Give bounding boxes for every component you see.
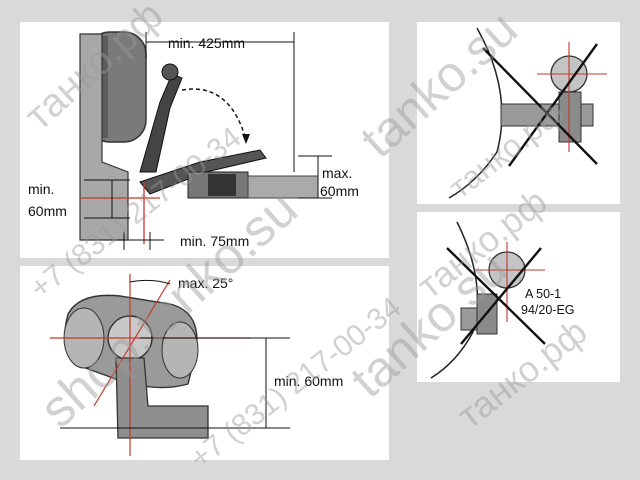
ball-angle-panel: max. 25° min. 60mm (20, 266, 389, 460)
wrong-mounting-panel (417, 22, 620, 204)
tow-ball-raised (161, 63, 179, 81)
label-max-25: max. 25° (178, 275, 233, 291)
tire-tread (98, 36, 108, 138)
housing-right-cap (161, 321, 199, 379)
bumper-shape (79, 33, 129, 241)
wrong-mounting-drawing (448, 27, 607, 199)
label-min-60-2: 60mm (28, 203, 67, 219)
tow-arm-raised (139, 73, 183, 173)
label-min-425: min. 425mm (168, 35, 245, 51)
cross-line-3 (446, 247, 546, 345)
cross-line-4 (460, 247, 542, 345)
installation-dimensions-panel: min. 425mm max. 60mm min. 60mm min. 75mm (20, 22, 389, 258)
label-min-60-height: min. 60mm (274, 373, 343, 389)
mount-bracket (558, 91, 582, 143)
label-max-60-1: max. (322, 165, 352, 181)
cross-line-1 (482, 47, 598, 165)
swing-arrow (242, 134, 250, 144)
bumper-outline-2 (430, 221, 479, 379)
red-axis-tilted (93, 279, 171, 407)
installation-drawing: min. 425mm max. 60mm min. 60mm min. 75mm (28, 31, 359, 250)
cross-line-2 (508, 43, 598, 167)
marking-drawing: A 50-1 94/20-EG (430, 221, 575, 379)
marking-line-1: A 50-1 (525, 287, 561, 301)
label-min-60-1: min. (28, 181, 54, 197)
label-min-75: min. 75mm (180, 233, 249, 249)
angle-arc (129, 279, 171, 285)
tow-neck (115, 357, 209, 439)
swing-arc (181, 88, 247, 141)
coupler-dark (208, 174, 236, 196)
ball-angle-drawing: max. 25° min. 60mm (50, 274, 343, 456)
label-max-60-2: 60mm (320, 183, 359, 199)
marking-line-2: 94/20-EG (521, 303, 575, 317)
bumper-outline (448, 27, 503, 199)
tow-bar (247, 175, 319, 199)
marking-panel: A 50-1 94/20-EG (417, 212, 620, 382)
